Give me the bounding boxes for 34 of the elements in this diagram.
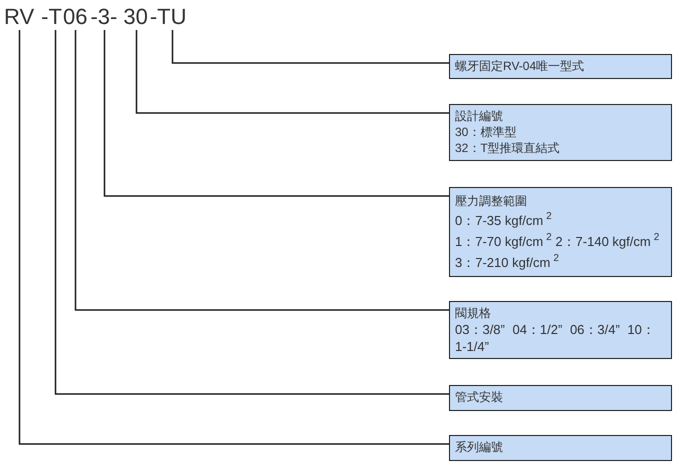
box-title: 壓力調整範圍 — [455, 193, 528, 210]
spec-line: 0：7-35 kgf/cm$^{2}$ — [455, 210, 553, 230]
leader-line — [54, 30, 449, 395]
description-box — [449, 187, 672, 277]
box-title: 閥規格 — [455, 305, 492, 321]
separator-text: - — [41, 5, 48, 28]
part-code-text: 3 — [98, 5, 110, 28]
box-title: 設計編號 — [455, 108, 504, 124]
spec-line: 3：7-210 kgf/cm$^{2}$ — [455, 252, 560, 272]
part-code-text: RV — [4, 5, 34, 28]
leader-line — [172, 30, 449, 64]
description-box — [449, 104, 672, 161]
leader-line — [18, 30, 449, 445]
part-code-text: TU — [157, 5, 186, 28]
description-box — [449, 385, 672, 411]
separator-text: - — [110, 5, 118, 28]
box-label: 螺牙固定RV-04唯一型式 — [455, 58, 586, 74]
part-code-text: 30 — [123, 5, 148, 28]
leader-line — [74, 30, 449, 311]
separator-text: - — [150, 5, 158, 28]
part-code-text: T — [48, 5, 62, 28]
leader-line — [104, 30, 449, 197]
part-code-text: 06 — [62, 5, 88, 28]
description-box — [449, 301, 672, 359]
description-box — [449, 54, 672, 79]
spec-line: 30：標準型 — [455, 124, 518, 140]
spec-line: 03：3/8” 04：1/2” 06：3/4” 10：1-1/4” — [455, 321, 656, 355]
leader-line — [136, 30, 449, 114]
separator-text: - — [90, 5, 98, 28]
box-label: 系列編號 — [455, 439, 504, 455]
box-label: 管式安裝 — [455, 389, 504, 405]
spec-line: 32：T型推環直結式 — [455, 140, 561, 156]
description-box — [449, 435, 672, 461]
spec-line: 1：7-70 kgf/cm$^{2}$ 2：7-140 kgf/cm$^{2}$ — [455, 231, 660, 251]
